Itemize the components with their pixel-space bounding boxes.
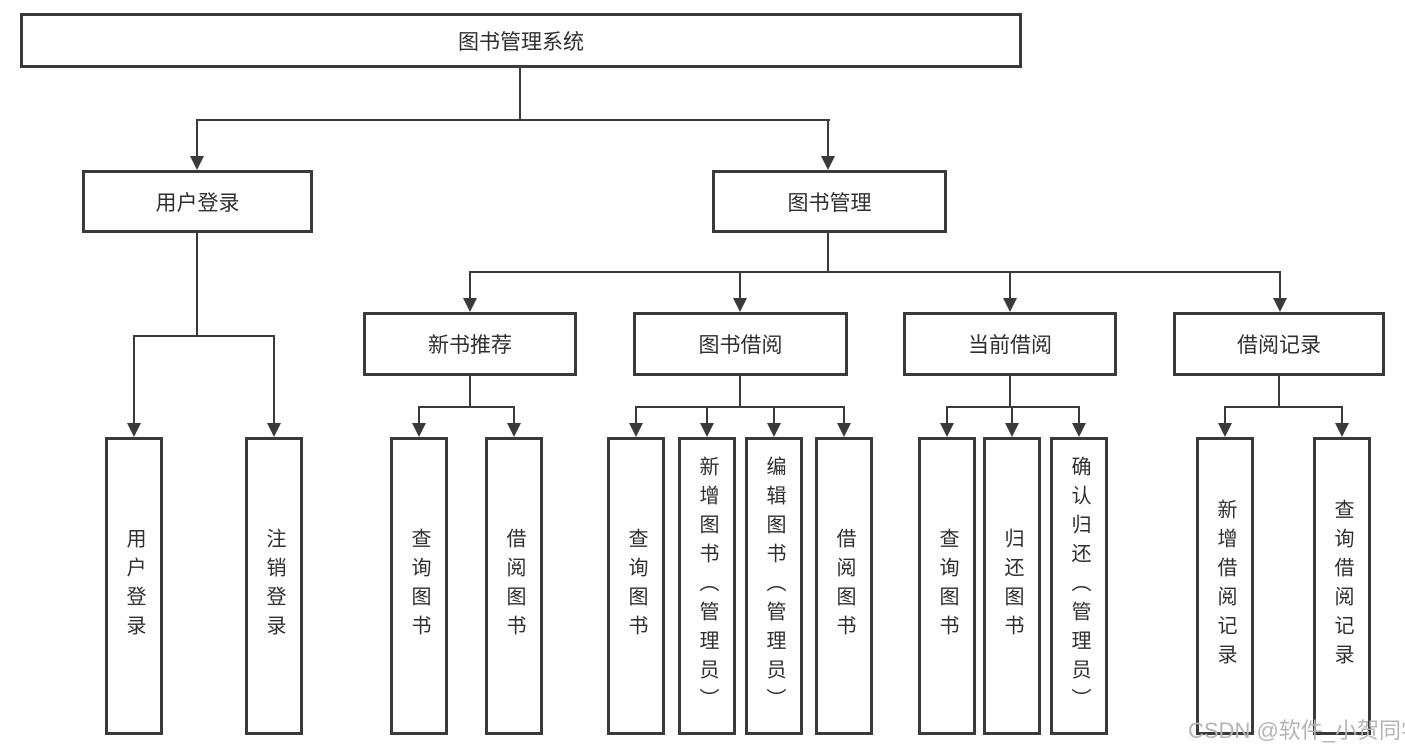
leaf-label: 归还图书	[1001, 528, 1023, 644]
leaf-borrow-books: 借阅图书	[815, 437, 873, 735]
connector-line	[1224, 406, 1343, 408]
connector-line	[1278, 376, 1280, 408]
arrow-down-icon	[190, 156, 204, 170]
arrow-down-icon	[1072, 423, 1086, 437]
node-new-book-recommendation: 新书推荐	[363, 312, 577, 376]
connector-line	[843, 407, 845, 424]
node-user-login: 用户登录	[82, 170, 313, 233]
connector-line	[773, 407, 775, 424]
leaf-query-books-borrowing: 查询图书	[607, 437, 665, 735]
arrow-down-icon	[507, 423, 521, 437]
connector-line	[739, 376, 741, 408]
leaf-label: 编辑图书（管理员）	[763, 455, 785, 717]
node-current-borrowing: 当前借阅	[903, 312, 1117, 376]
connector-line	[519, 68, 521, 120]
leaf-edit-books-admin: 编辑图书（管理员）	[745, 437, 803, 735]
arrow-down-icon	[767, 423, 781, 437]
connector-line	[1011, 407, 1013, 424]
connector-line	[133, 336, 135, 423]
node-library-management-system: 图书管理系统	[20, 13, 1022, 68]
arrow-down-icon	[127, 423, 141, 437]
leaf-add-borrow-record: 新增借阅记录	[1196, 437, 1254, 735]
leaf-query-books-recommend: 查询图书	[390, 437, 448, 735]
leaf-logout: 注销登录	[245, 437, 303, 735]
connector-line	[196, 119, 830, 121]
leaf-confirm-return-admin: 确认归还（管理员）	[1050, 437, 1108, 735]
leaf-label: 借阅图书	[833, 528, 855, 644]
leaf-add-books-admin: 新增图书（管理员）	[678, 437, 736, 735]
arrow-down-icon	[1218, 423, 1232, 437]
arrow-down-icon	[1335, 423, 1349, 437]
connector-line	[469, 376, 471, 408]
connector-line	[827, 233, 829, 272]
connector-line	[739, 272, 741, 299]
leaf-label: 查询借阅记录	[1331, 499, 1353, 673]
connector-line	[418, 406, 515, 408]
connector-line	[946, 406, 1080, 408]
connector-line	[1341, 407, 1343, 424]
arrow-down-icon	[821, 156, 835, 170]
arrow-down-icon	[1273, 298, 1287, 312]
connector-line	[706, 407, 708, 424]
leaf-user-login: 用户登录	[105, 437, 163, 735]
connector-line	[1009, 376, 1011, 408]
leaf-label: 查询图书	[408, 528, 430, 644]
arrow-down-icon	[700, 423, 714, 437]
node-borrowing-records: 借阅记录	[1173, 312, 1385, 376]
leaf-label: 新增借阅记录	[1214, 499, 1236, 673]
arrow-down-icon	[940, 423, 954, 437]
connector-line	[133, 335, 275, 337]
connector-line	[273, 336, 275, 423]
leaf-label: 确认归还（管理员）	[1068, 455, 1090, 717]
connector-line	[196, 233, 198, 336]
connector-line	[418, 407, 420, 424]
arrow-down-icon	[463, 298, 477, 312]
leaf-label: 查询图书	[625, 528, 647, 644]
connector-line	[827, 120, 829, 156]
arrow-down-icon	[629, 423, 643, 437]
csdn-watermark: CSDN @软件_小贺同学	[1188, 718, 1405, 743]
connector-line	[513, 407, 515, 424]
node-book-management: 图书管理	[712, 170, 947, 233]
connector-line	[1078, 407, 1080, 424]
arrow-down-icon	[412, 423, 426, 437]
leaf-label: 用户登录	[123, 528, 145, 644]
connector-line	[1009, 272, 1011, 299]
connector-line	[196, 120, 198, 156]
leaf-borrow-books-recommend: 借阅图书	[485, 437, 543, 735]
leaf-label: 查询图书	[936, 528, 958, 644]
arrow-down-icon	[837, 423, 851, 437]
connector-line	[469, 272, 471, 299]
leaf-return-books: 归还图书	[983, 437, 1041, 735]
leaf-label: 注销登录	[263, 528, 285, 644]
arrow-down-icon	[1003, 298, 1017, 312]
connector-line	[635, 407, 637, 424]
leaf-label: 新增图书（管理员）	[696, 455, 718, 717]
connector-line	[1224, 407, 1226, 424]
connector-line	[1279, 272, 1281, 299]
leaf-label: 借阅图书	[503, 528, 525, 644]
node-book-borrowing: 图书借阅	[633, 312, 848, 376]
arrow-down-icon	[267, 423, 281, 437]
leaf-query-books-current: 查询图书	[918, 437, 976, 735]
arrow-down-icon	[1005, 423, 1019, 437]
connector-line	[635, 406, 845, 408]
arrow-down-icon	[733, 298, 747, 312]
connector-line	[946, 407, 948, 424]
leaf-query-borrow-record: 查询借阅记录	[1313, 437, 1371, 735]
connector-line	[469, 271, 1281, 273]
